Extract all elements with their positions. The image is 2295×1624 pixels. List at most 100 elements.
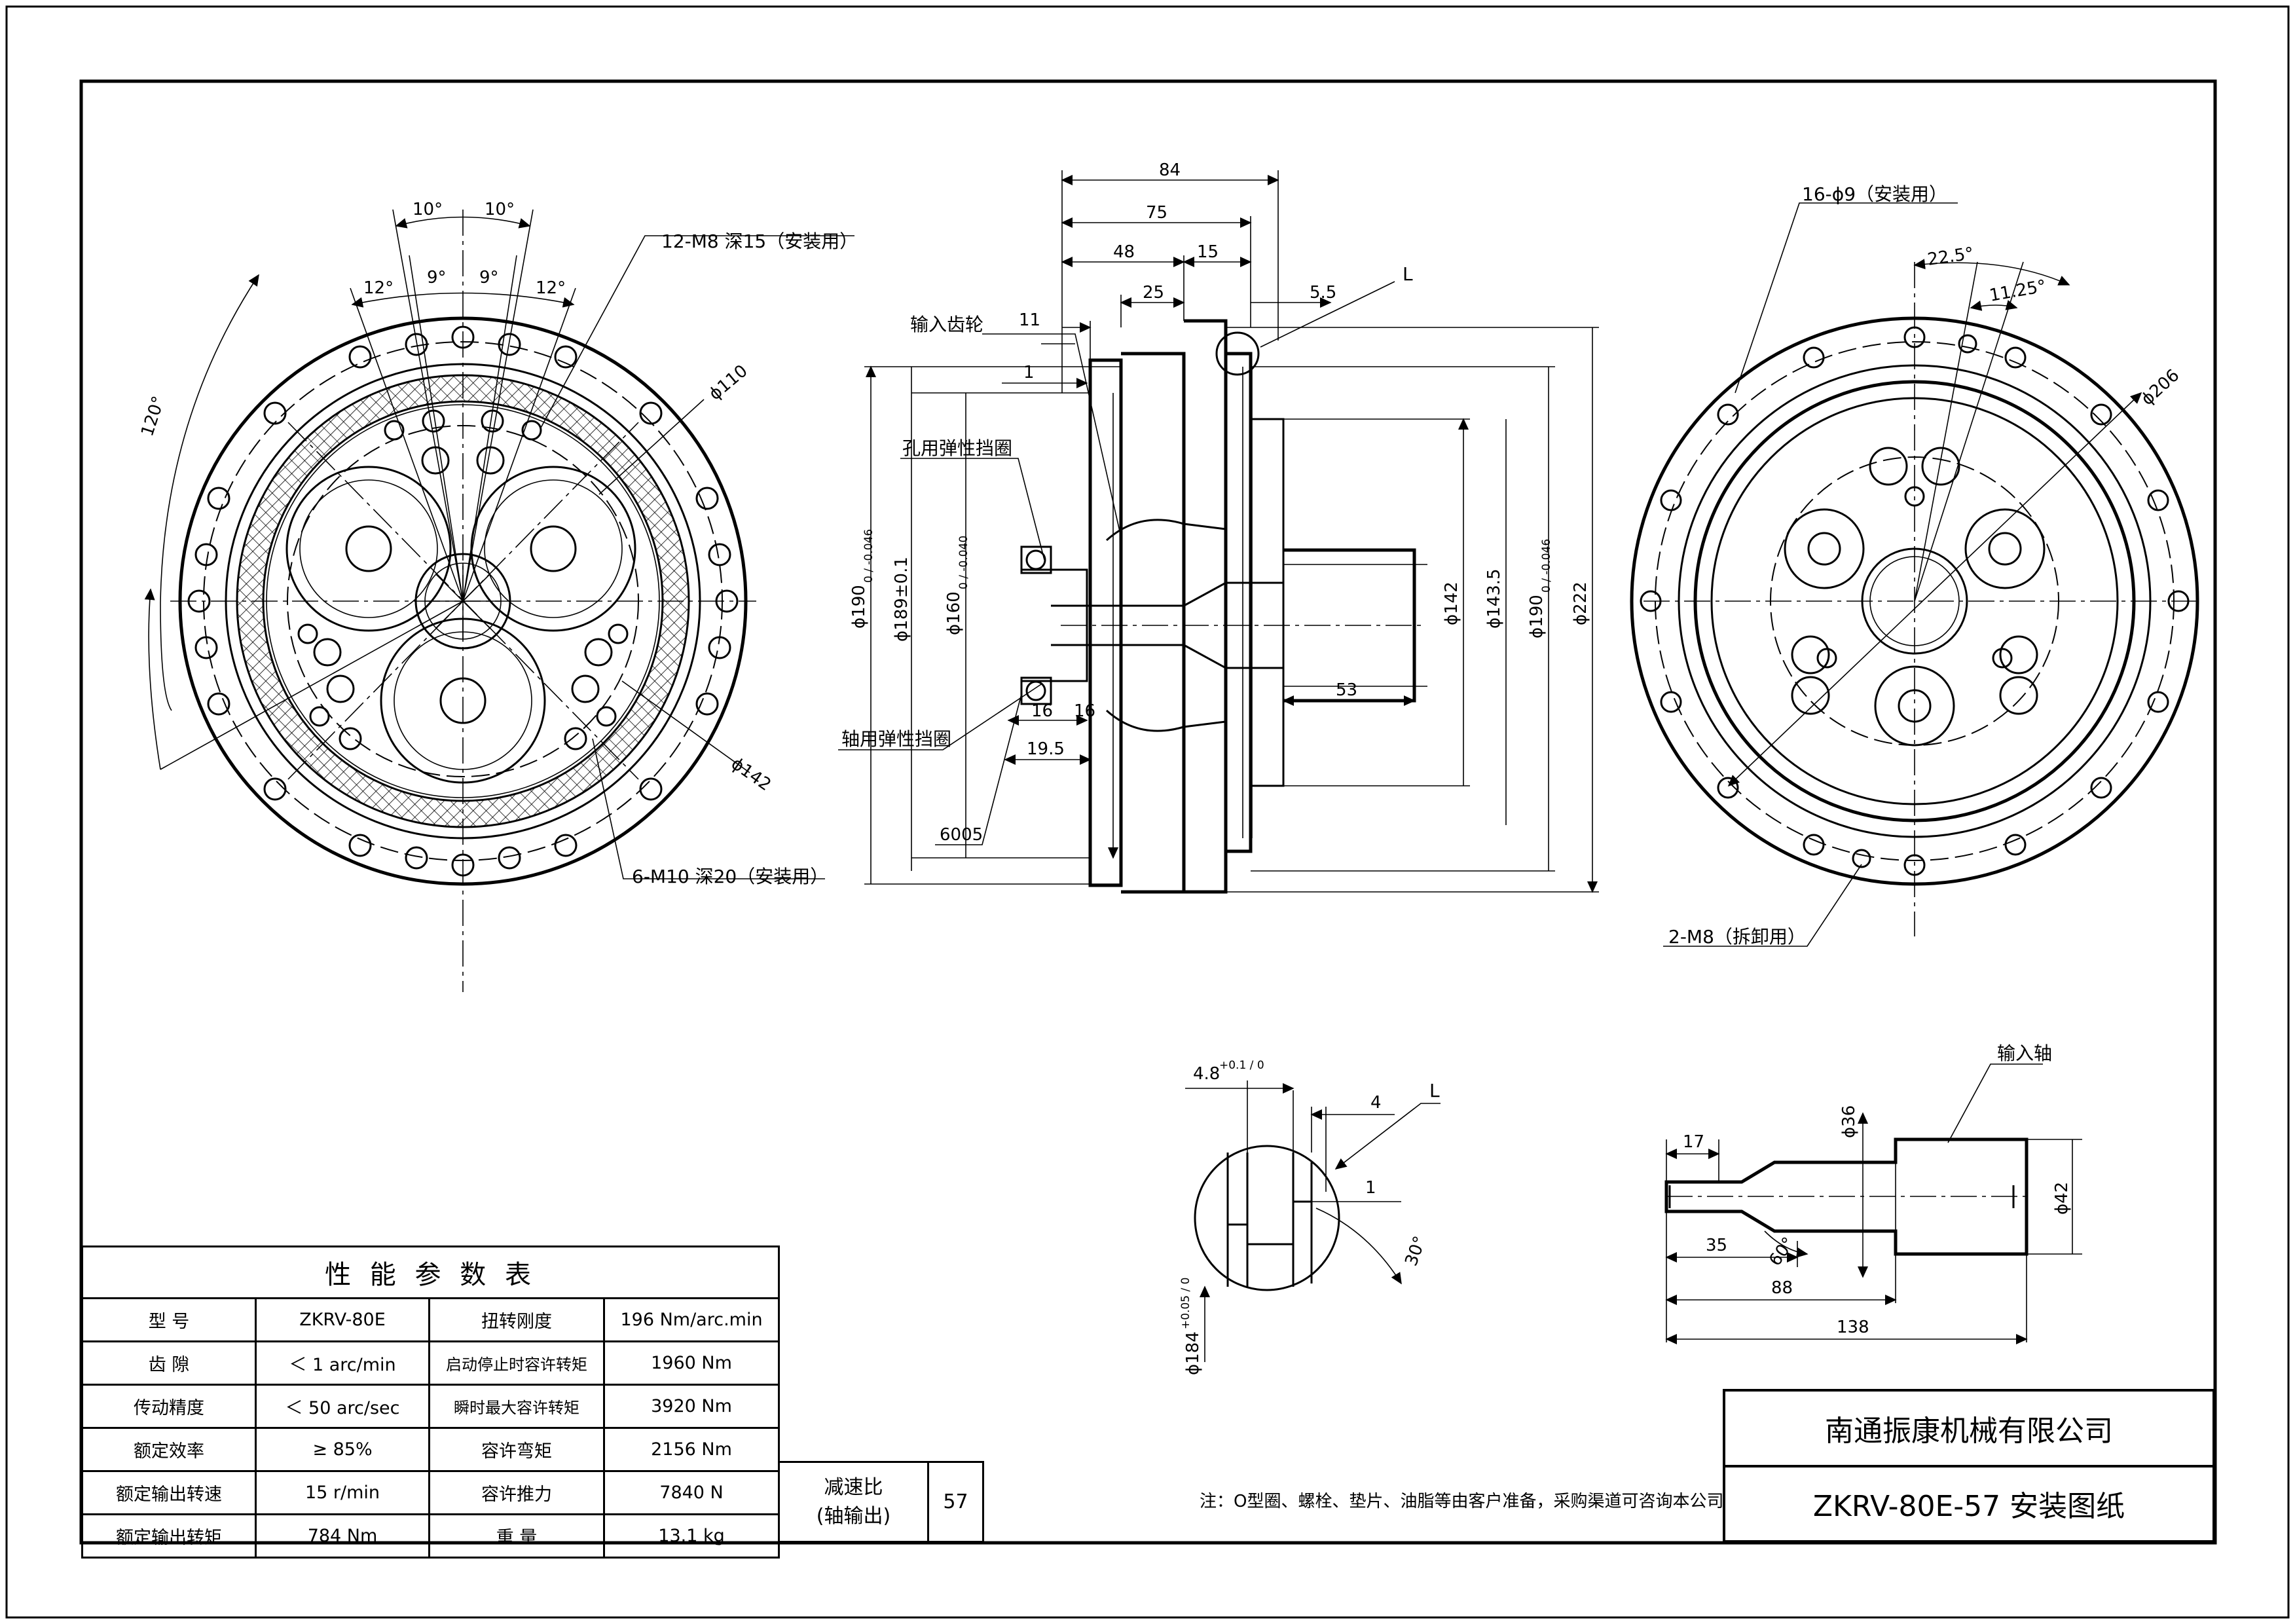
dim-5-5: 5.5 bbox=[1310, 283, 1336, 303]
dia-142-label: ϕ142 bbox=[727, 754, 775, 795]
detail-dim-4-8-tol: +0.1 / 0 bbox=[1219, 1059, 1264, 1072]
dia-143-5: ϕ143.5 bbox=[1484, 568, 1504, 629]
dim-48: 48 bbox=[1113, 242, 1135, 262]
label-16-holes: 16-ϕ9（安装用） bbox=[1802, 183, 1947, 205]
dia-190-right: ϕ190 bbox=[1527, 595, 1547, 638]
table-cell: 齿 隙 bbox=[81, 1340, 257, 1386]
label-shaft-circlip: 轴用弹性挡圈 bbox=[841, 728, 951, 750]
shaft-dia-36: ϕ36 bbox=[1839, 1105, 1859, 1138]
angle-120: 120° bbox=[138, 394, 169, 439]
dia-160: ϕ160 bbox=[944, 591, 964, 635]
dia-110-label: ϕ110 bbox=[705, 361, 751, 404]
table-cell: 额定输出转速 bbox=[81, 1470, 257, 1515]
angle-10-right: 10° bbox=[485, 200, 515, 219]
ratio-box: 减速比 (轴输出) 57 bbox=[778, 1461, 984, 1543]
angle-10-left: 10° bbox=[413, 200, 443, 219]
dia-190-left-tol: 0 / -0.046 bbox=[862, 529, 875, 583]
dim-53: 53 bbox=[1336, 680, 1357, 700]
outer-border bbox=[5, 5, 2290, 1619]
angle-12-right: 12° bbox=[536, 278, 566, 298]
table-cell: ZKRV-80E bbox=[255, 1297, 430, 1342]
dia-160-tol: 0 / -0.040 bbox=[957, 536, 970, 589]
dim-84: 84 bbox=[1159, 160, 1181, 180]
angle-9-right: 9° bbox=[479, 268, 499, 287]
dim-15: 15 bbox=[1197, 242, 1219, 262]
table-row: 额定输出转矩 784 Nm 重 量 13.1 kg bbox=[81, 1513, 780, 1559]
table-cell: 13.1 kg bbox=[602, 1513, 780, 1559]
note-text: 注：O型圈、螺栓、垫片、油脂等由客户准备，采购渠道可咨询本公司 bbox=[1200, 1492, 1724, 1511]
label-l-section: L bbox=[1403, 263, 1413, 285]
title-block: 南通振康机械有限公司 ZKRV-80E-57 安装图纸 bbox=[1723, 1389, 2215, 1543]
ratio-label-line2: (轴输出) bbox=[816, 1504, 891, 1528]
input-shaft: 输入轴 17 ϕ36 ϕ42 35 60° 88 138 bbox=[1664, 1043, 2082, 1344]
table-row: 额定输出转速 15 r/min 容许推力 7840 N bbox=[81, 1470, 780, 1515]
ratio-label-line1: 减速比 bbox=[824, 1475, 883, 1499]
table-row: 齿 隙 ＜ 1 arc/min 启动停止时容许转矩 1960 Nm bbox=[81, 1340, 780, 1386]
table-cell: 额定输出转矩 bbox=[81, 1513, 257, 1559]
dim-11: 11 bbox=[1019, 310, 1040, 330]
dia-142: ϕ142 bbox=[1442, 581, 1461, 625]
shaft-angle-60: 60° bbox=[1765, 1234, 1799, 1270]
detail-dim-4: 4 bbox=[1370, 1093, 1382, 1113]
table-cell: 容许推力 bbox=[428, 1470, 605, 1515]
label-2-m8: 2-M8（拆卸用） bbox=[1668, 926, 1806, 948]
param-table: 性 能 参 数 表 型 号 ZKRV-80E 扭转刚度 196 Nm/arc.m… bbox=[81, 1246, 780, 1559]
dim-25: 25 bbox=[1143, 283, 1164, 303]
detail-angle-30: 30° bbox=[1401, 1234, 1430, 1269]
table-row: 传动精度 ＜ 50 arc/sec 瞬时最大容许转矩 3920 Nm bbox=[81, 1384, 780, 1429]
angle-9-left: 9° bbox=[427, 268, 447, 287]
table-cell: 2156 Nm bbox=[602, 1427, 780, 1472]
table-cell: 196 Nm/arc.min bbox=[602, 1297, 780, 1342]
param-table-title: 性 能 参 数 表 bbox=[81, 1246, 780, 1299]
dia-190-right-tol: 0 / -0.046 bbox=[1540, 539, 1553, 593]
table-cell: 扭转刚度 bbox=[428, 1297, 605, 1342]
detail-dia-184-tol: +0.05 / 0 bbox=[1179, 1278, 1192, 1329]
table-cell: 传动精度 bbox=[81, 1384, 257, 1429]
table-cell: 重 量 bbox=[428, 1513, 605, 1559]
dim-16a: 16 bbox=[1031, 701, 1053, 721]
label-input-gear: 输入齿轮 bbox=[910, 314, 983, 335]
table-cell: 1960 Nm bbox=[602, 1340, 780, 1386]
table-cell: 容许弯矩 bbox=[428, 1427, 605, 1472]
table-cell: 启动停止时容许转矩 bbox=[428, 1340, 605, 1386]
table-cell: ＜ 50 arc/sec bbox=[255, 1384, 430, 1429]
dim-16b: 16 bbox=[1074, 701, 1095, 721]
detail-label-l: L bbox=[1429, 1080, 1440, 1101]
angle-11-25: 11.25° bbox=[1988, 276, 2047, 306]
shaft-dim-35: 35 bbox=[1706, 1236, 1727, 1255]
drawing-title: ZKRV-80E-57 安装图纸 bbox=[1723, 1464, 2215, 1543]
label-hole-circlip: 孔用弹性挡圈 bbox=[902, 437, 1012, 459]
detail-dia-184: ϕ184 bbox=[1183, 1331, 1203, 1375]
table-cell: ≥ 85% bbox=[255, 1427, 430, 1472]
front-view: 10° 10° 12° 9° 9° 12° 120° 12-M8 深15（安装用… bbox=[138, 200, 858, 992]
label-12-m8: 12-M8 深15（安装用） bbox=[661, 231, 858, 252]
table-cell: 瞬时最大容许转矩 bbox=[428, 1384, 605, 1429]
company-name: 南通振康机械有限公司 bbox=[1723, 1389, 2215, 1467]
section-view: 84 75 48 15 25 5.5 11 1 16 16 19.5 53 L … bbox=[838, 160, 1599, 892]
shaft-dim-88: 88 bbox=[1771, 1278, 1793, 1298]
rear-view: 16-ϕ9（安装用） 22.5° 11.25° ϕ206 2-M8（拆卸用） bbox=[1630, 183, 2200, 948]
table-cell: 3920 Nm bbox=[602, 1384, 780, 1429]
table-row: 额定效率 ≥ 85% 容许弯矩 2156 Nm bbox=[81, 1427, 780, 1472]
shaft-dim-17: 17 bbox=[1683, 1132, 1704, 1152]
table-cell: 7840 N bbox=[602, 1470, 780, 1515]
detail-dim-1: 1 bbox=[1365, 1178, 1376, 1198]
angle-12-left: 12° bbox=[363, 278, 394, 298]
table-cell: 15 r/min bbox=[255, 1470, 430, 1515]
dim-1: 1 bbox=[1023, 363, 1035, 382]
shaft-dim-138: 138 bbox=[1837, 1318, 1869, 1337]
label-6-m10: 6-M10 深20（安装用） bbox=[632, 866, 828, 887]
table-cell: 型 号 bbox=[81, 1297, 257, 1342]
label-bearing-6005: 6005 bbox=[940, 825, 983, 845]
dia-206: ϕ206 bbox=[2138, 365, 2184, 409]
table-cell: 784 Nm bbox=[255, 1513, 430, 1559]
table-row: 型 号 ZKRV-80E 扭转刚度 196 Nm/arc.min bbox=[81, 1297, 780, 1342]
ratio-value: 57 bbox=[927, 1461, 984, 1543]
shaft-label: 输入轴 bbox=[1997, 1043, 2052, 1064]
dim-75: 75 bbox=[1146, 203, 1167, 223]
dia-222: ϕ222 bbox=[1571, 581, 1590, 625]
dia-190-left: ϕ190 bbox=[849, 585, 869, 629]
inner-border bbox=[79, 79, 2217, 1545]
angle-22-5: 22.5° bbox=[1926, 244, 1975, 270]
